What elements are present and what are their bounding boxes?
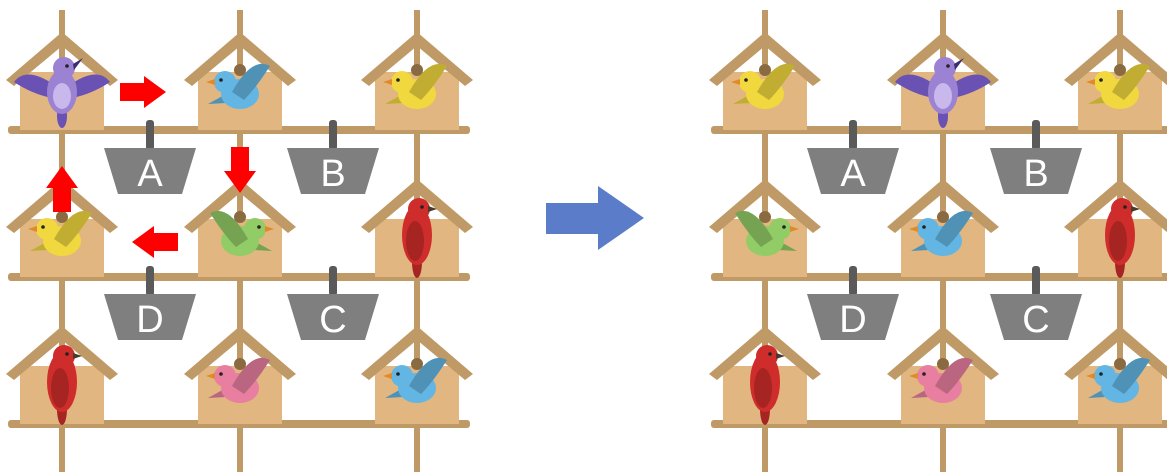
pink-bird [206,357,270,403]
birdhouse [6,326,118,425]
birdhouse [361,179,473,278]
birdhouse [709,326,821,425]
tag-b-label: B [320,153,345,195]
yellow-bird [731,63,795,109]
yellow-bird [28,210,92,256]
tag-a: A [807,120,899,195]
birdhouse [184,326,296,424]
red-bird [1105,198,1140,278]
birdhouse [887,326,999,424]
before-panel: A B D C [6,10,473,472]
tag-c: C [990,266,1082,341]
tag-b-label: B [1023,153,1048,195]
pink-bird [909,357,973,403]
move-arrow-up [46,166,78,212]
purple-bird [14,57,110,128]
tag-d: D [807,266,899,341]
move-arrow-right [120,76,166,108]
yellow-bird [1086,63,1150,109]
tag-d-label: D [839,299,866,341]
tag-c-label: C [1022,299,1049,341]
blue-bird [909,210,973,256]
birdhouse [887,179,999,277]
tag-a: A [104,120,196,195]
tag-a-label: A [840,153,866,195]
birdhouse [709,32,821,130]
tag-a-label: A [137,153,163,195]
birdhouse [709,179,821,277]
yellow-bird [383,63,447,109]
blue-bird [383,357,447,403]
birdhouse [361,32,473,130]
green-bird [735,210,799,256]
transition-arrow [546,186,644,250]
red-bird [47,345,82,425]
tag-d: D [104,266,196,341]
after-panel: A B D C [709,10,1167,472]
blue-bird [1086,357,1150,403]
blue-bird [206,63,270,109]
birdhouse [1064,179,1167,278]
tag-d-label: D [136,299,163,341]
green-bird [210,210,274,256]
tag-b: B [287,120,379,195]
purple-bird [895,57,991,128]
birdhouse [184,32,296,130]
red-bird [402,198,437,278]
birdhouse [1064,326,1167,424]
move-arrow-down [224,147,256,193]
birdhouse [361,326,473,424]
move-arrow-left [132,226,178,258]
birdhouse [887,32,999,130]
tag-c: C [287,266,379,341]
birdhouse [6,32,118,130]
birdhouse [6,179,118,277]
red-bird [750,345,785,425]
tag-b: B [990,120,1082,195]
tag-c-label: C [319,299,346,341]
birdhouse [1064,32,1167,130]
